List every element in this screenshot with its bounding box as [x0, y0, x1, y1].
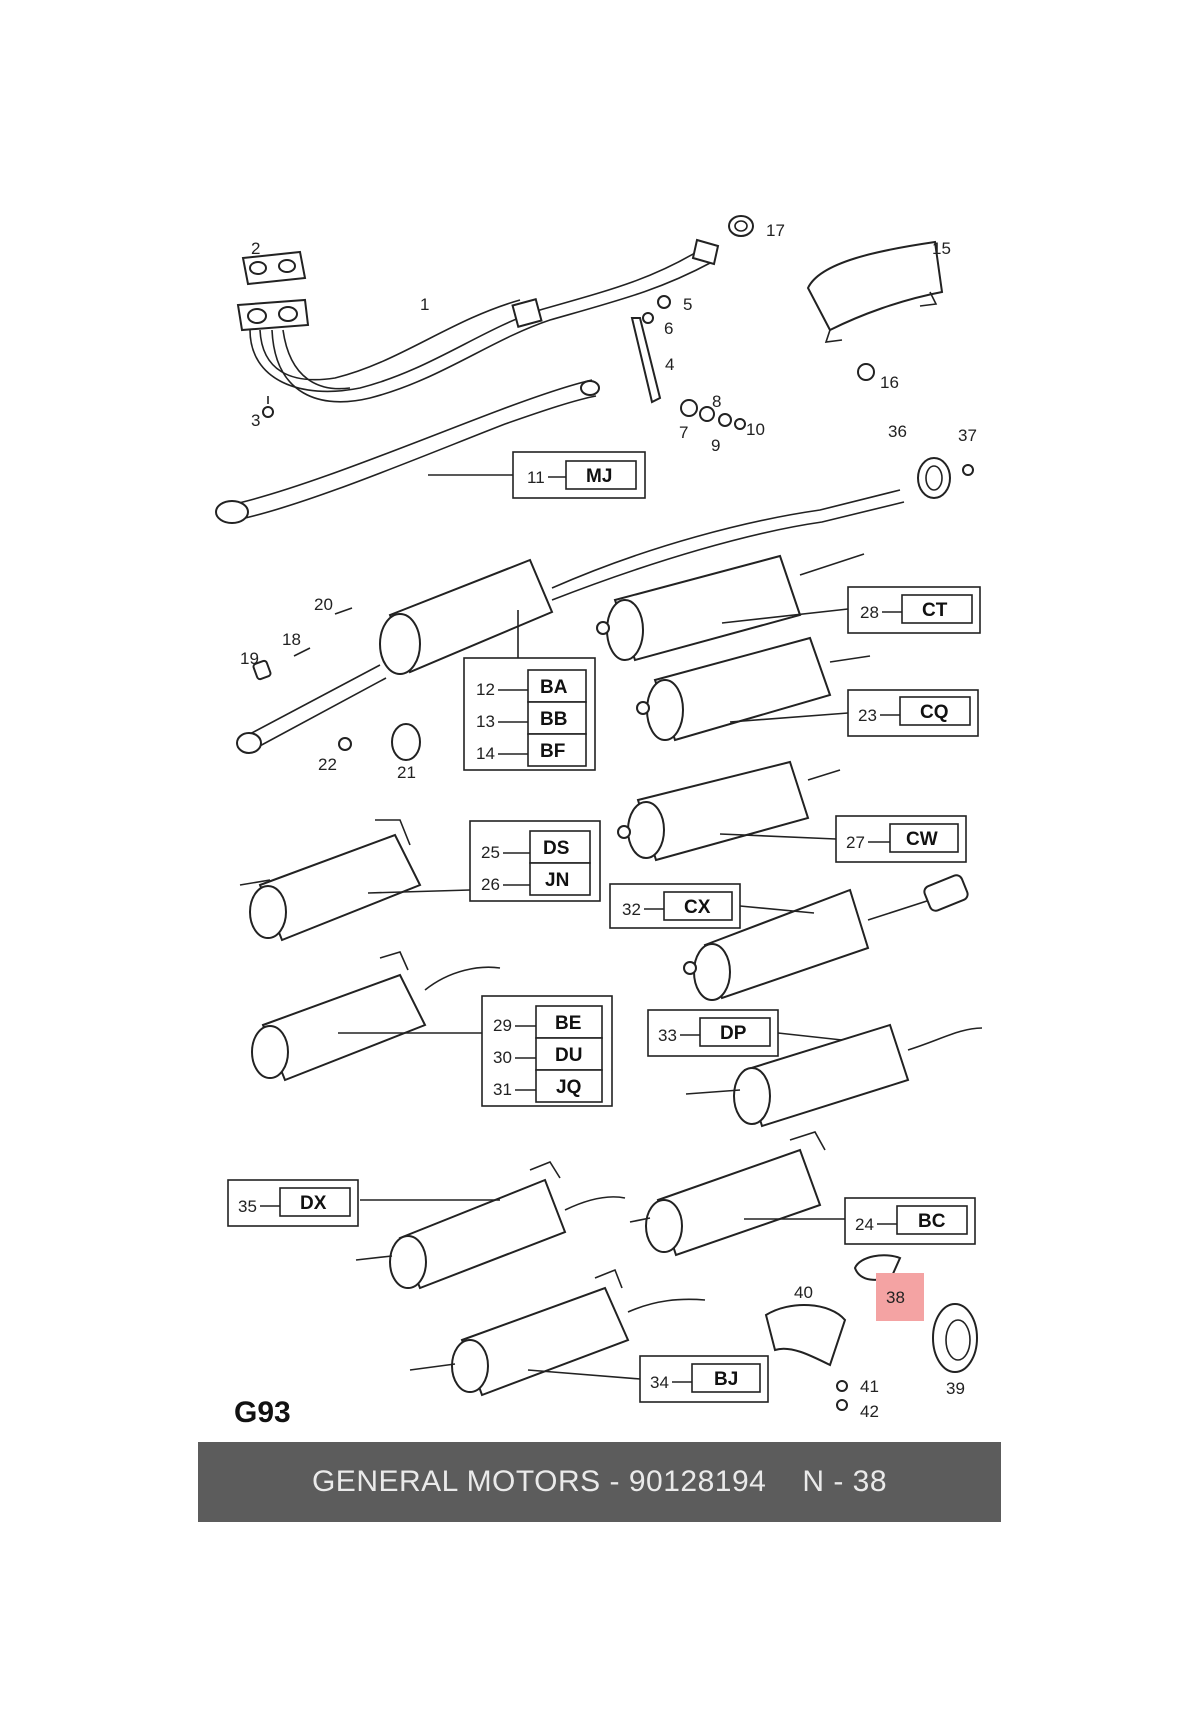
silencer-bj-drawing: [409, 1268, 706, 1397]
footer-brand: GENERAL MOTORS - 90128194: [311, 1465, 767, 1498]
bracket-drawing: [630, 295, 746, 430]
silencer-be-drawing: [251, 951, 501, 1082]
callout-22: 22: [318, 755, 337, 774]
variant-code: MJ: [586, 466, 612, 487]
callout-42: 42: [860, 1402, 879, 1421]
variant-number: 27: [846, 833, 865, 852]
intermediate-pipe-drawing: [215, 379, 600, 524]
callout-1: 1: [420, 295, 429, 314]
heat-shield-drawing: [806, 240, 944, 381]
variant-code: BB: [540, 709, 567, 730]
callout-17: 17: [766, 221, 785, 240]
variant-box-ds: 25 26 DS JN: [469, 820, 601, 902]
callout-41: 41: [860, 1377, 879, 1396]
variant-box-be: 29 30 31 BE DU JQ: [481, 995, 613, 1107]
variant-box-cq: 23 CQ: [847, 689, 979, 737]
callout-19: 19: [240, 649, 259, 668]
callout-18: 18: [282, 630, 301, 649]
variant-number: 30: [493, 1048, 512, 1067]
callout-10: 10: [746, 420, 765, 439]
variant-number: 26: [481, 875, 500, 894]
variant-box-ba: 12 13 14 BA BB BF: [463, 657, 596, 771]
variant-number: 11: [527, 468, 545, 487]
silencer-ct-drawing: [596, 553, 865, 662]
callout-37: 37: [958, 426, 977, 445]
clamp-drawing: [917, 457, 974, 499]
variant-number: 23: [858, 706, 877, 725]
callout-21: 21: [397, 763, 416, 782]
variant-box-cx: 32 CX: [609, 883, 741, 929]
footer-bar: [198, 1442, 1001, 1522]
variant-number: 33: [658, 1026, 677, 1045]
variant-number: 31: [493, 1080, 512, 1099]
variant-code: BF: [540, 741, 565, 762]
variant-number: 32: [622, 900, 641, 919]
silencer-dx-drawing: [355, 1161, 626, 1290]
leader-lines: [338, 474, 849, 1380]
variant-code: CT: [922, 600, 948, 621]
variant-box-mj: 11 MJ: [512, 451, 646, 499]
footer-caption: GENERAL MOTORS - 90128194 N - 38: [198, 1442, 1001, 1522]
callout-36: 36: [888, 422, 907, 441]
variant-code: DS: [543, 838, 569, 859]
variant-box-bj: 34 BJ: [639, 1355, 769, 1403]
callout-15: 15: [932, 239, 951, 258]
variant-number: 13: [476, 712, 495, 731]
callout-2: 2: [251, 239, 260, 258]
variant-code: DP: [720, 1023, 747, 1044]
variant-code: CW: [906, 829, 938, 850]
variant-code: DX: [300, 1193, 327, 1214]
footer-ref: N - 38: [802, 1465, 888, 1498]
callout-6: 6: [664, 319, 673, 338]
callout-9: 9: [711, 436, 720, 455]
variant-code: BC: [918, 1211, 946, 1232]
callouts: 1 2 3 4 5 6 7 8 9 10 15 16 17 18 19 20 2…: [240, 221, 977, 1421]
front-pipe-drawing: [236, 215, 754, 418]
variant-number: 34: [650, 1373, 669, 1392]
variant-code: DU: [555, 1045, 582, 1066]
variant-box-bc: 24 BC: [844, 1197, 976, 1245]
callout-40: 40: [794, 1283, 813, 1302]
variant-number: 14: [476, 744, 495, 763]
silencer-cw-drawing: [617, 760, 841, 862]
callout-5: 5: [683, 295, 692, 314]
variant-code: JQ: [556, 1077, 581, 1098]
variant-number: 25: [481, 843, 500, 862]
variant-box-cw: 27 CW: [835, 815, 967, 863]
silencer-cq-drawing: [636, 636, 871, 742]
variant-code: BJ: [714, 1369, 738, 1390]
variant-number: 24: [855, 1215, 874, 1234]
callout-4: 4: [665, 355, 674, 374]
centre-silencer-drawing: [236, 489, 905, 761]
variant-number: 28: [860, 603, 879, 622]
variant-code: CX: [684, 897, 711, 918]
silencer-cx-drawing: [683, 874, 969, 1001]
variant-code: CQ: [920, 702, 949, 723]
variant-box-dx: 35 DX: [227, 1179, 359, 1227]
callout-8: 8: [712, 392, 721, 411]
callout-38: 38: [886, 1288, 905, 1307]
variant-box-dp: 33 DP: [647, 1009, 779, 1057]
callout-16: 16: [880, 373, 899, 392]
silencer-bc-drawing: [629, 1131, 826, 1257]
variant-number: 35: [238, 1197, 257, 1216]
sheet-label: G93: [234, 1396, 291, 1429]
highlight-38: [876, 1273, 924, 1321]
variant-code: BA: [540, 677, 568, 698]
callout-20: 20: [314, 595, 333, 614]
silencer-ds-drawing: [239, 819, 422, 942]
variant-code: JN: [545, 870, 569, 891]
variant-box-ct: 28 CT: [847, 586, 981, 634]
callout-39: 39: [946, 1379, 965, 1398]
variant-code: BE: [555, 1013, 581, 1034]
callout-7: 7: [679, 423, 688, 442]
variant-number: 12: [476, 680, 495, 699]
callout-3: 3: [251, 411, 260, 430]
variant-number: 29: [493, 1016, 512, 1035]
